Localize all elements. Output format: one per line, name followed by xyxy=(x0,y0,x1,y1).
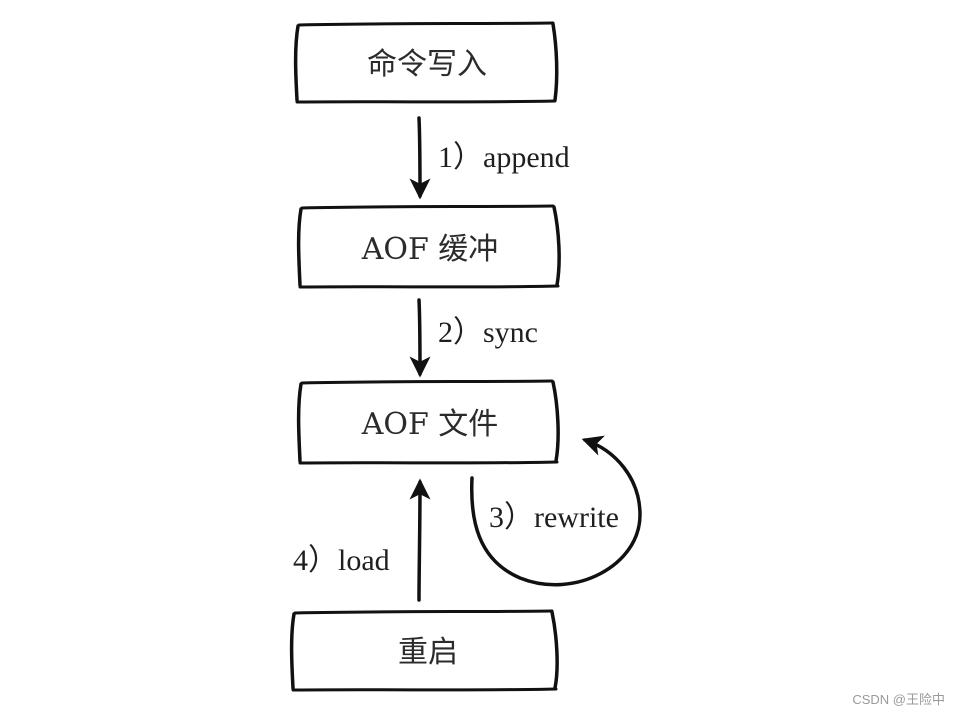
edge-sync-label: 2）sync xyxy=(438,316,538,349)
box-aof-file-label: AOF 文件 xyxy=(361,407,499,442)
box-aof-file: AOF 文件 xyxy=(296,379,560,465)
box-aof-buffer: AOF 缓冲 xyxy=(296,204,561,289)
edge-rewrite-label: 3）rewrite xyxy=(489,501,619,534)
watermark-text: CSDN @王险中 xyxy=(852,692,945,707)
edge-rewrite: 3）rewrite xyxy=(469,435,642,587)
edge-load: 4）load xyxy=(293,478,431,602)
box-aof-buffer-label: AOF 缓冲 xyxy=(361,232,499,267)
edge-sync: 2）sync xyxy=(409,298,538,378)
edge-load-label: 4）load xyxy=(293,544,390,577)
box-restart: 重启 xyxy=(289,609,559,692)
edge-append: 1）append xyxy=(409,116,570,200)
edge-append-label: 1）append xyxy=(438,141,570,174)
box-command-write: 命令写入 xyxy=(293,21,559,104)
box-command-write-label: 命令写入 xyxy=(367,47,487,82)
box-restart-label: 重启 xyxy=(398,635,458,670)
